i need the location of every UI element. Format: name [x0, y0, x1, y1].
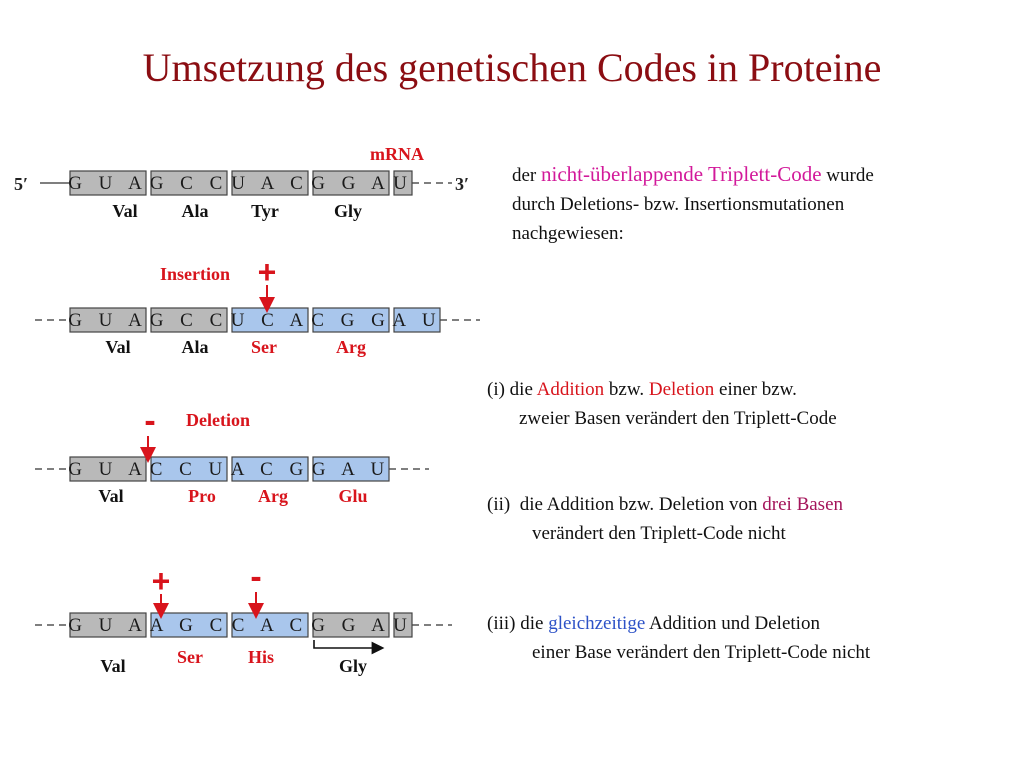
point2-prefix: (ii) die Addition bzw. Deletion von — [487, 494, 763, 515]
row1-codon-box-1 — [69, 170, 147, 196]
point3-line2: einer Base verändert den Triplett-Code n… — [532, 642, 871, 663]
point1-addition: Addition — [536, 379, 605, 400]
row2-codon-bases-2: G C C — [150, 310, 229, 331]
intro-line2: durch Deletions- bzw. Insertionsmutation… — [512, 194, 845, 215]
row2-codon-box-2 — [150, 307, 228, 333]
row4-amino-2: Ser — [177, 647, 203, 667]
frame-restored-arrow — [313, 640, 385, 655]
deletion-minus-sign: - — [144, 402, 155, 440]
intro-text: der nicht-überlappende Triplett-Code wur… — [512, 160, 874, 248]
combined-plus-sign: + — [152, 563, 171, 599]
row2-codon-bases-3: U C A — [231, 310, 310, 331]
row3-codon-box-2 — [150, 456, 228, 482]
insertion-label: Insertion — [160, 264, 230, 284]
row1-codon-bases-1: G U A — [68, 173, 148, 194]
row3-codon-box-4 — [312, 456, 390, 482]
point3-prefix: (iii) die — [487, 613, 549, 634]
point3-highlight: gleichzeitige — [548, 613, 646, 634]
row4-codon-box-5 — [393, 612, 413, 638]
intro-highlight: nicht-überlappende Triplett-Code — [541, 162, 822, 186]
row1-codon-bases-3: U A C — [231, 173, 309, 194]
row1-codon-bases-5: U — [393, 173, 413, 194]
row3-codon-bases-1: G U A — [68, 459, 148, 480]
point2-line2: verändert den Triplett-Code nicht — [532, 523, 786, 544]
row3-codon-bases-4: G A U — [312, 459, 391, 480]
point1-prefix: (i) die — [487, 379, 537, 400]
row3-codon-box-3 — [231, 456, 309, 482]
row4-codon-box-4 — [312, 612, 390, 638]
row2-codon-bases-5: A U — [392, 310, 441, 331]
point-3: (iii) die gleichzeitige Addition und Del… — [487, 609, 870, 667]
row4-amino-4: Gly — [339, 656, 367, 676]
row1-amino-3: Tyr — [251, 201, 279, 221]
point1-post: einer bzw. — [714, 379, 797, 400]
row2-amino-2: Ala — [182, 337, 209, 357]
row3-codon-box-1 — [69, 456, 147, 482]
row1-codon-box-4 — [312, 170, 390, 196]
row2-amino-1: Val — [105, 337, 130, 357]
row3-codon-bases-3: A C G — [231, 459, 310, 480]
point-1: (i) die Addition bzw. Deletion einer bzw… — [487, 375, 837, 433]
row3-codon-bases-2: C C U — [150, 459, 229, 480]
row4-codon-bases-2: A G C — [150, 615, 229, 636]
insertion-plus-sign: + — [258, 254, 277, 290]
row1-codon-box-2 — [150, 170, 228, 196]
intro-line3: nachgewiesen: — [512, 223, 624, 244]
row4-codon-bases-3: C A C — [232, 615, 308, 636]
row2-codon-box-4 — [312, 307, 390, 333]
row1-amino-1: Val — [112, 201, 137, 221]
point1-mid: bzw. — [604, 379, 649, 400]
row3-amino-4: Glu — [338, 486, 367, 506]
row2-amino-4: Arg — [336, 337, 366, 357]
row2-amino-3: Ser — [251, 337, 277, 357]
row3-amino-1: Val — [98, 486, 123, 506]
row4-amino-1: Val — [100, 656, 125, 676]
row4-amino-3: His — [248, 647, 274, 667]
combined-minus-sign: - — [250, 558, 261, 596]
row4-codon-bases-5: U — [393, 615, 413, 636]
slide-title: Umsetzung des genetischen Codes in Prote… — [142, 45, 882, 90]
deletion-label: Deletion — [186, 410, 250, 430]
point-2: (ii) die Addition bzw. Deletion von drei… — [487, 490, 843, 548]
three-prime-label: 3′ — [455, 174, 469, 194]
row2-codon-box-3 — [231, 307, 309, 333]
row2-codon-bases-1: G U A — [68, 310, 148, 331]
point3-post: Addition und Deletion — [645, 613, 820, 634]
point1-deletion: Deletion — [648, 379, 715, 400]
intro-pre: der — [512, 165, 542, 186]
row1-amino-4: Gly — [334, 201, 362, 221]
point1-line2: zweier Basen verändert den Triplett-Code — [519, 408, 837, 429]
row1-codon-bases-4: G G A — [311, 173, 391, 194]
point2-highlight: drei Basen — [762, 494, 844, 515]
five-prime-label: 5′ — [14, 174, 28, 194]
row3-amino-3: Arg — [258, 486, 288, 506]
row4-codon-box-1 — [69, 612, 147, 638]
row3-amino-2: Pro — [188, 486, 216, 506]
row1-codon-box-3 — [231, 170, 309, 196]
row4-codon-box-3 — [231, 612, 309, 638]
row1-amino-2: Ala — [182, 201, 209, 221]
row4-codon-bases-4: G G A — [311, 615, 391, 636]
row2-codon-box-1 — [69, 307, 147, 333]
row1-codon-box-5 — [393, 170, 413, 196]
intro-post: wurde — [821, 165, 874, 186]
row1-codon-bases-2: G C C — [150, 173, 229, 194]
row2-codon-bases-4: C G G — [311, 310, 391, 331]
row2-codon-box-5 — [393, 307, 441, 333]
mrna-label: mRNA — [370, 144, 424, 164]
row4-codon-bases-1: G U A — [68, 615, 148, 636]
